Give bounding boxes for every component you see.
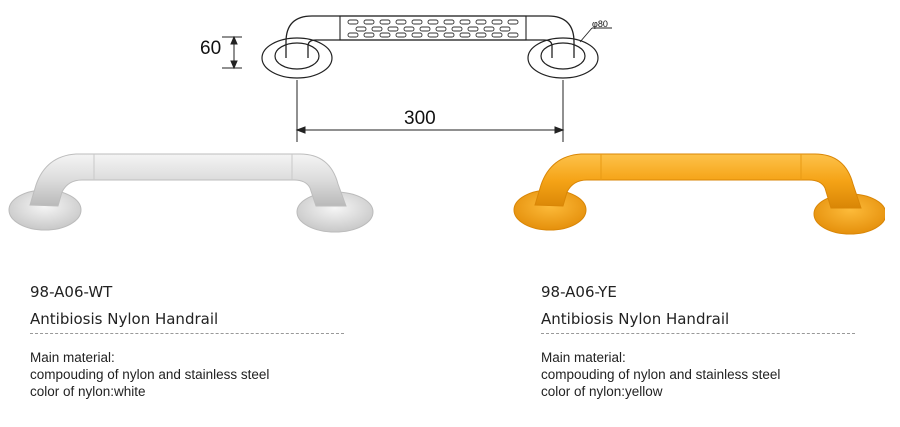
grip-pattern bbox=[347, 19, 519, 38]
material-label: Main material: bbox=[30, 350, 115, 365]
height-dimension bbox=[222, 35, 242, 70]
product-name: Antibiosis Nylon Handrail bbox=[30, 310, 344, 334]
left-base-plate bbox=[261, 37, 333, 79]
material-value: compouding of nylon and stainless steel bbox=[541, 367, 781, 382]
right-base-plate bbox=[527, 37, 599, 79]
height-label: 60 bbox=[200, 38, 222, 59]
dimension-drawing bbox=[222, 15, 612, 142]
product-specs: Main material: compouding of nylon and s… bbox=[541, 349, 861, 400]
color-line: color of nylon:yellow bbox=[541, 384, 663, 399]
product-info-white: 98-A06-WT Antibiosis Nylon Handrail Main… bbox=[30, 283, 350, 400]
diameter-leader bbox=[579, 27, 612, 43]
white-handrail-image bbox=[8, 153, 374, 233]
width-label: 300 bbox=[404, 108, 436, 129]
material-value: compouding of nylon and stainless steel bbox=[30, 367, 270, 382]
color-line: color of nylon:white bbox=[30, 384, 146, 399]
material-label: Main material: bbox=[541, 350, 626, 365]
product-code: 98-A06-WT bbox=[30, 283, 113, 301]
product-code: 98-A06-YE bbox=[541, 283, 617, 301]
product-info-yellow: 98-A06-YE Antibiosis Nylon Handrail Main… bbox=[541, 283, 861, 400]
diameter-label: φ80 bbox=[592, 19, 608, 29]
product-specs: Main material: compouding of nylon and s… bbox=[30, 349, 350, 400]
width-dimension bbox=[295, 80, 565, 142]
grip-sleeve bbox=[339, 15, 527, 41]
product-name: Antibiosis Nylon Handrail bbox=[541, 310, 855, 334]
yellow-handrail-image bbox=[513, 153, 885, 235]
